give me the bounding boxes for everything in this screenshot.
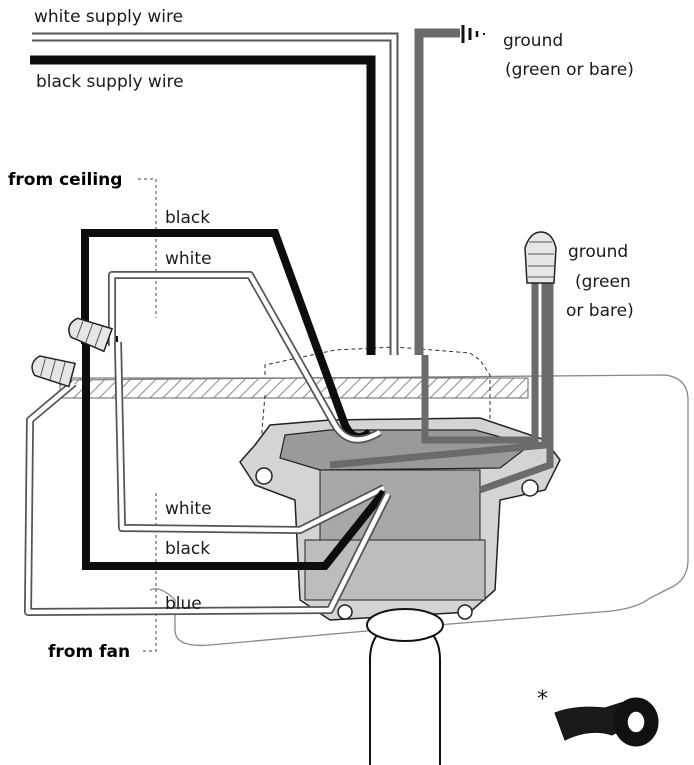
ground-supply-wire — [414, 28, 460, 355]
ground-symbol-icon — [461, 25, 485, 43]
ceiling-outline — [59, 374, 689, 647]
from-ceiling-leader — [138, 178, 157, 318]
ground-top-label-line1: ground — [503, 31, 563, 51]
fan-black-wire — [82, 340, 388, 570]
black-supply-wire — [30, 55, 376, 355]
fan-blue-label: blue — [165, 594, 202, 614]
wire-nut-icon — [68, 317, 114, 353]
ceiling-hatch-layer — [59, 377, 529, 399]
ground-right-label-line2: (green — [575, 272, 631, 292]
electrical-tape-icon — [554, 697, 659, 747]
ceiling-white-label: white — [165, 249, 212, 269]
junction-box-dashed — [264, 346, 491, 420]
ground-right-label-line3: or bare) — [566, 301, 634, 321]
fan-downrod — [366, 608, 444, 765]
black-supply-wire-label: black supply wire — [36, 72, 184, 92]
from-fan-label: from fan — [48, 642, 130, 662]
wire-nut-icon — [524, 231, 557, 284]
white-supply-wire-label: white supply wire — [34, 7, 183, 27]
asterisk-label: * — [537, 687, 548, 712]
fan-white-label: white — [165, 499, 212, 519]
from-ceiling-label: from ceiling — [8, 170, 122, 190]
fan-black-label: black — [165, 539, 210, 559]
ground-top-label-line2: (green or bare) — [505, 60, 634, 80]
from-fan-leader — [143, 490, 157, 652]
wire-nut-icon — [31, 355, 77, 388]
ground-wire-bundle — [329, 280, 554, 494]
ceiling-black-label: black — [165, 208, 210, 228]
ground-right-label-line1: ground — [568, 242, 628, 262]
